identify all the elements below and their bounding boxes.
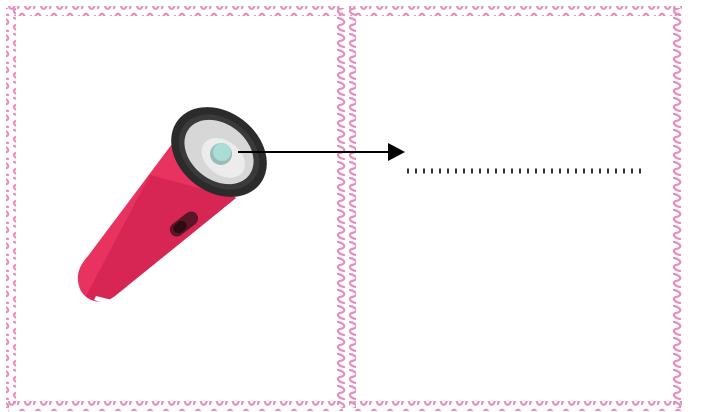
- left-panel-border-right: [337, 8, 347, 408]
- right-panel-border-top: [349, 6, 682, 16]
- left-panel-border-bottom: [8, 401, 343, 411]
- left-panel-border-top: [8, 6, 343, 16]
- right-panel: [346, 6, 682, 411]
- right-panel-border-right: [672, 8, 682, 408]
- right-panel-area: [356, 17, 671, 401]
- right-panel-border-bottom: [349, 401, 682, 411]
- left-panel-border-left: [6, 8, 16, 408]
- right-panel-border-left: [346, 8, 356, 408]
- flashlight-bulb: [213, 143, 231, 161]
